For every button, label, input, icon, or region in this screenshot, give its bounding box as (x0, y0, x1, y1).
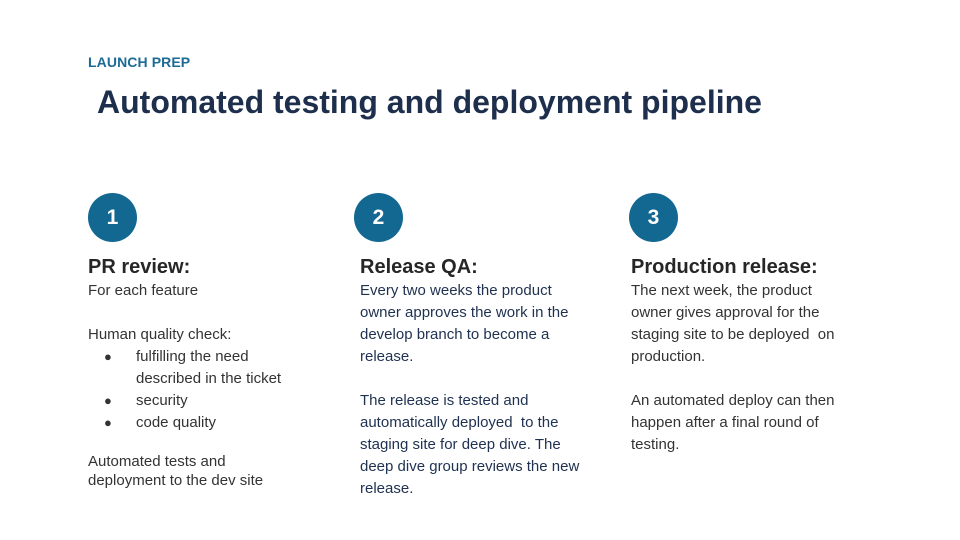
step-body: The next week, the product owner gives a… (631, 280, 856, 456)
step-paragraph: The release is tested and automatically … (360, 392, 584, 497)
slide-title: Automated testing and deployment pipelin… (97, 84, 762, 120)
step-title: Release QA: (360, 256, 478, 278)
step-body: Every two weeks the product owner approv… (360, 280, 586, 500)
checklist-label: Human quality check: (88, 326, 232, 343)
step-release-qa: 2 Release QA: Every two weeks the produc… (354, 193, 586, 500)
step-title: Production release: (631, 256, 818, 278)
checklist: ● fulfilling the need described in the t… (88, 346, 318, 434)
bullet-icon: ● (104, 415, 112, 430)
step-intro: For each feature (88, 282, 199, 299)
spacer (88, 302, 318, 324)
step-outro: Automated tests and deployment to the de… (88, 453, 264, 489)
spacer (88, 434, 318, 452)
bullet-icon: ● (104, 349, 112, 364)
slide-eyebrow: LAUNCH PREP (88, 54, 191, 70)
step-body: For each feature Human quality check: ● … (88, 280, 318, 490)
step-number-badge: 1 (88, 193, 137, 242)
step-production-release: 3 Production release: The next week, the… (629, 193, 869, 456)
list-item: ● fulfilling the need described in the t… (88, 346, 316, 390)
step-paragraph: Every two weeks the product owner approv… (360, 282, 573, 365)
list-item: ● security (88, 390, 318, 412)
spacer (631, 368, 856, 390)
step-pr-review: 1 PR review: For each feature Human qual… (88, 193, 318, 490)
bullet-icon: ● (104, 393, 112, 408)
list-item-text: fulfilling the need described in the tic… (136, 348, 282, 387)
step-title: PR review: (88, 256, 191, 278)
list-item-text: security (136, 392, 188, 409)
step-paragraph: An automated deploy can then happen afte… (631, 392, 839, 453)
step-number-badge: 2 (354, 193, 403, 242)
list-item: ● code quality (88, 412, 318, 434)
step-number-badge: 3 (629, 193, 678, 242)
step-paragraph: The next week, the product owner gives a… (631, 282, 839, 365)
spacer (360, 368, 586, 390)
list-item-text: code quality (136, 414, 217, 431)
